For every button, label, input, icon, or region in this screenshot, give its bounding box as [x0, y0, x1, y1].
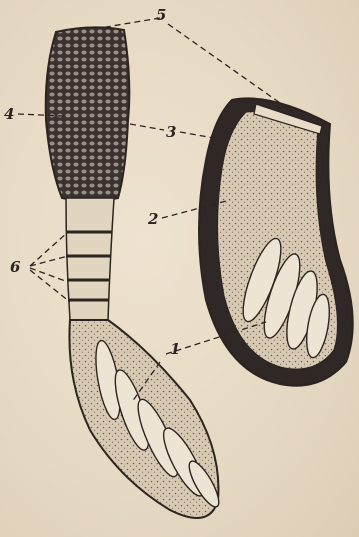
- label-2: 2: [147, 210, 158, 228]
- left-stalk: [66, 198, 114, 320]
- label-4: 4: [4, 105, 14, 123]
- left-cellular-head: [46, 27, 130, 201]
- label-5: 5: [156, 6, 166, 24]
- label-1: 1: [170, 340, 180, 358]
- label-6: 6: [10, 258, 21, 276]
- label-3: 3: [166, 123, 176, 141]
